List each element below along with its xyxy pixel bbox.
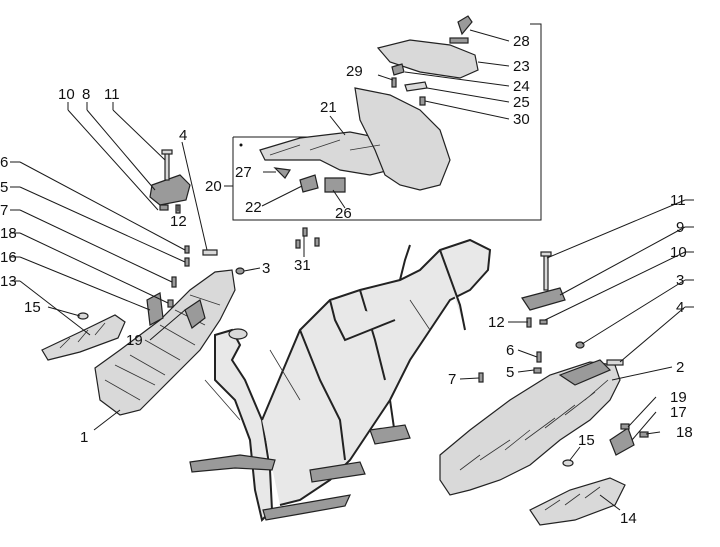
callout-11-right: 11: [670, 192, 686, 209]
part-28-hinge: [457, 15, 473, 36]
right-small-parts: [478, 251, 649, 467]
part-16-bracket: [146, 292, 164, 326]
main-frame: [189, 238, 492, 522]
callout-4-left: 4: [179, 127, 187, 144]
callout-16: 16: [0, 249, 17, 266]
box-group-20: [232, 23, 542, 221]
part-9-grab-handle-right: [521, 287, 566, 311]
callout-24: 24: [513, 78, 530, 95]
callout-18-right: 18: [676, 424, 693, 441]
callout-31: 31: [294, 257, 311, 274]
callout-10-left: 10: [58, 86, 75, 103]
part-14-panel: [529, 477, 626, 526]
callout-3-left: 3: [262, 260, 270, 277]
callout-12-left: 12: [170, 213, 187, 230]
part-4-bolt-left: [202, 249, 218, 256]
grab-handle-left: [149, 149, 191, 214]
part-15-cap-right: [562, 459, 574, 467]
part-7-screw-left: [171, 276, 177, 288]
callout-27: 27: [235, 164, 252, 181]
callout-5-right: 5: [506, 364, 514, 381]
part-13-panel: [41, 314, 126, 361]
part-18-screw-right: [639, 431, 649, 438]
callout-7-left: 7: [0, 202, 8, 219]
callout-14: 14: [620, 510, 637, 527]
right-side-cover: [439, 359, 621, 496]
callout-15-left: 15: [24, 299, 41, 316]
part-22-latch: [299, 174, 319, 193]
callout-4-right: 4: [676, 299, 684, 316]
callout-26: 26: [335, 205, 352, 222]
callout-13: 13: [0, 273, 17, 290]
part-10-washer-left: [159, 204, 169, 211]
part-21-compartment: [259, 131, 401, 176]
callout-29: 29: [346, 63, 363, 80]
callout-17: 17: [670, 404, 687, 421]
part-17-bracket: [609, 427, 635, 456]
part-25-screw: [419, 96, 426, 106]
callout-10-right: 10: [670, 244, 687, 261]
callout-1: 1: [80, 429, 88, 446]
callout-labels: 1 2 3 3 4 4 5 5 6 6 7 7 8 9 10 10 11 11 …: [0, 33, 693, 527]
callout-3-right: 3: [676, 272, 684, 289]
part-6-screw-right: [536, 351, 542, 363]
callout-19-left: 19: [126, 332, 143, 349]
leader-lines: [10, 29, 694, 511]
part-26-lock: [324, 177, 346, 193]
part-6-screw-left: [184, 245, 190, 254]
callout-5-left: 5: [0, 179, 8, 196]
callout-8: 8: [82, 86, 90, 103]
part-15-cap-left: [77, 312, 89, 320]
callout-25: 25: [513, 94, 530, 111]
callout-23: 23: [513, 58, 530, 75]
callout-12-right: 12: [488, 314, 505, 331]
part-29-clip: [391, 63, 405, 76]
part-11-bolt-left: [164, 151, 170, 181]
part-5-clip-right: [533, 367, 542, 374]
callout-30: 30: [513, 111, 530, 128]
part-3-nut-right: [575, 341, 585, 349]
callout-15-right: 15: [578, 432, 595, 449]
callout-22: 22: [245, 199, 262, 216]
left-side-cover: [94, 269, 236, 416]
part-24-plate: [404, 81, 428, 92]
part-31-fasteners: [295, 227, 320, 249]
callout-28: 28: [513, 33, 530, 50]
callout-21: 21: [320, 99, 337, 116]
callout-7-right: 7: [448, 371, 456, 388]
part-11-bolt-right: [543, 254, 549, 291]
callout-6-right: 6: [506, 342, 514, 359]
callout-18-left: 18: [0, 225, 17, 242]
part-30-seal: [354, 87, 451, 191]
callout-20: 20: [205, 178, 222, 195]
part-18-screw-left: [167, 299, 174, 308]
callout-11-left: 11: [104, 86, 120, 103]
part-3-nut-left: [235, 267, 245, 275]
part-10-washer-right: [539, 319, 548, 325]
callout-19-right: 19: [670, 389, 687, 406]
part-5-clip-left: [184, 257, 190, 267]
part-4-bolt-right: [606, 359, 624, 366]
callout-9: 9: [676, 219, 684, 236]
left-small-parts: [77, 245, 245, 326]
seat-assembly: [376, 15, 479, 106]
callout-2: 2: [676, 359, 684, 376]
part-27-clip: [273, 167, 292, 179]
part-7-screw-right: [478, 372, 484, 383]
callout-6-left: 6: [0, 154, 8, 171]
